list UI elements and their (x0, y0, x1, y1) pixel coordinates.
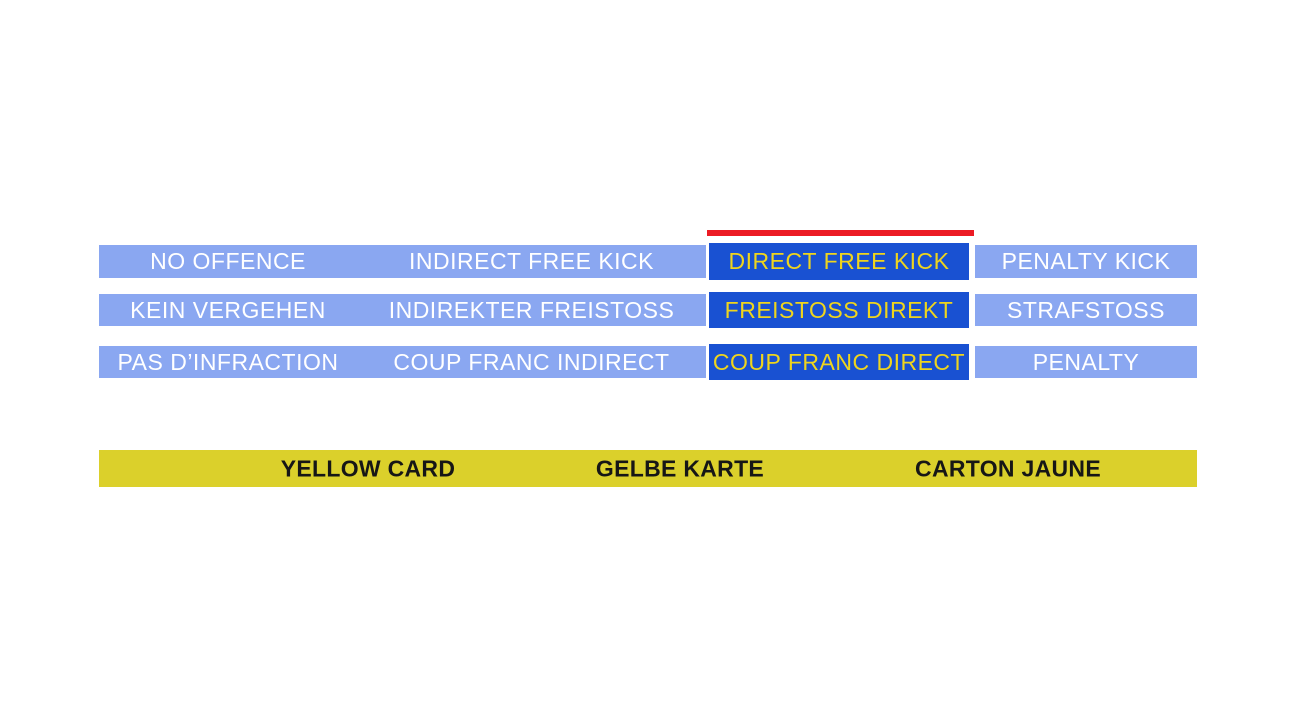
yellow-card-label-en: YELLOW CARD (280, 455, 456, 481)
option-direct-free-kick-en-selected[interactable]: DIRECT FREE KICK (709, 243, 969, 280)
option-no-offence-fr[interactable]: PAS D’INFRACTION (99, 346, 357, 378)
option-penalty-kick-de[interactable]: STRAFSTOSS (975, 294, 1197, 326)
yellow-card-bar: YELLOW CARD GELBE KARTE CARTON JAUNE (99, 450, 1197, 487)
yellow-card-label-de: GELBE KARTE (595, 455, 765, 481)
answer-row-french: PAS D’INFRACTION COUP FRANC INDIRECT COU… (99, 344, 1197, 380)
option-penalty-kick-en[interactable]: PENALTY KICK (975, 245, 1197, 278)
option-penalty-kick-fr[interactable]: PENALTY (975, 346, 1197, 378)
answer-row-german: KEIN VERGEHEN INDIREKTER FREISTOSS FREIS… (99, 292, 1197, 328)
option-direct-free-kick-de-selected[interactable]: FREISTOSS DIREKT (709, 292, 969, 328)
selected-column-marker (707, 230, 974, 236)
answer-row-english: NO OFFENCE INDIRECT FREE KICK DIRECT FRE… (99, 243, 1197, 280)
option-no-offence-de[interactable]: KEIN VERGEHEN (99, 294, 357, 326)
option-indirect-free-kick-de[interactable]: INDIREKTER FREISTOSS (357, 294, 706, 326)
option-indirect-free-kick-fr[interactable]: COUP FRANC INDIRECT (357, 346, 706, 378)
option-direct-free-kick-fr-selected[interactable]: COUP FRANC DIRECT (709, 344, 969, 380)
option-no-offence-en[interactable]: NO OFFENCE (99, 245, 357, 278)
option-indirect-free-kick-en[interactable]: INDIRECT FREE KICK (357, 245, 706, 278)
yellow-card-label-fr: CARTON JAUNE (915, 455, 1101, 481)
